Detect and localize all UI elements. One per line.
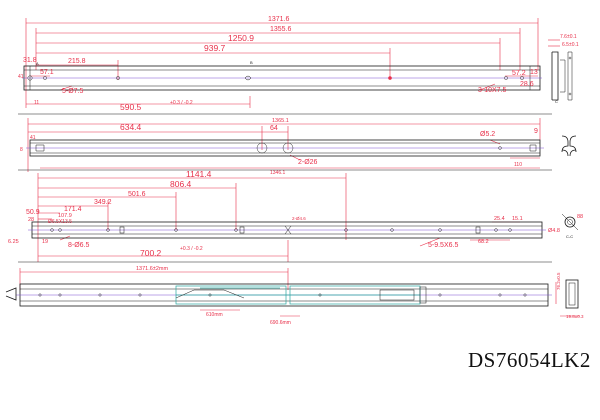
dim-64: 64 xyxy=(270,125,278,132)
section-mark-c: C xyxy=(555,99,558,104)
dim-8-holes: 8-Ø6.5 xyxy=(68,242,90,249)
view-4-outline xyxy=(5,283,552,307)
dim-215: 215.8 xyxy=(68,58,86,65)
dim-939: 939.7 xyxy=(204,43,226,53)
model-number: DS76054LK2 xyxy=(468,348,591,372)
dim-6-5x13: Ø6.5X13.5 xyxy=(48,219,72,225)
dim-6-5: 6.5±0.1 xyxy=(562,42,579,48)
dim-31: 31.8 xyxy=(23,57,37,64)
dim-690: 690.6mm xyxy=(270,320,291,326)
dim-700: 700.2 xyxy=(140,248,162,258)
dim-76: 76.2±0.5 xyxy=(556,272,561,290)
view-4-end-profile xyxy=(565,279,579,309)
dim-107: 107.9 xyxy=(58,213,72,219)
dim-25: 25.4 xyxy=(494,216,505,222)
view-1-holes xyxy=(27,75,524,81)
view-2-end-profile xyxy=(561,135,577,157)
dim-634: 634.4 xyxy=(120,122,142,132)
dim-1250: 1250.9 xyxy=(228,33,254,43)
view-1-dimension-lines xyxy=(25,18,560,108)
section-mark-a: A xyxy=(36,61,39,66)
view-1-outer-member: 1371.6 1355.6 1250.9 939.7 215.8 57.1 31… xyxy=(18,16,579,112)
dim-hole-left: 5-Ø7.5 xyxy=(62,88,84,95)
dim-41: 41 xyxy=(18,74,24,80)
dim-7-6: 7.6±0.1 xyxy=(560,34,577,40)
dim-171: 171.4 xyxy=(64,206,82,213)
dim-50: 50.9 xyxy=(26,209,40,216)
dim-8: 8 xyxy=(20,147,23,153)
dim-501: 501.6 xyxy=(128,191,146,198)
view-2-outline xyxy=(26,139,544,157)
dim-700-tol: +0.3 / -0.2 xyxy=(180,246,203,252)
svg-text:C-C: C-C xyxy=(566,234,573,239)
dim-349: 349.2 xyxy=(94,199,112,206)
dim-41-b: 41 xyxy=(30,135,36,141)
view-3-end-profile: C-C xyxy=(561,213,579,239)
view-1-outline xyxy=(22,65,542,91)
view-1-end-profile xyxy=(551,51,573,101)
dim-1355: 1355.6 xyxy=(270,26,292,33)
dim-88: 88 xyxy=(577,214,583,220)
dim-590-tol: +0.3 / -0.2 xyxy=(170,100,193,106)
dim-1371-assembly: 1371.6±2mm xyxy=(136,266,168,272)
dim-1365: 1365.1 xyxy=(272,118,289,124)
dim-57: 57.1 xyxy=(40,69,54,76)
dim-holes-26: 2-Ø26 xyxy=(298,159,318,166)
dim-11: 11 xyxy=(34,100,39,106)
dim-9: 9 xyxy=(534,128,538,135)
dim-1141: 1141.4 xyxy=(186,169,212,179)
dim-806: 806.4 xyxy=(170,179,192,189)
dim-overall-length: 1371.6 xyxy=(268,16,290,23)
dim-5-2: Ø5.2 xyxy=(480,131,495,138)
view-3-dimension-lines xyxy=(37,173,520,262)
dim-19: 19 xyxy=(42,239,48,245)
view-separators xyxy=(18,113,552,263)
dim-2-4-6: 2-Ø4.6 xyxy=(292,216,306,221)
dim-4-8: Ø4.8 xyxy=(548,228,560,234)
dim-28-b: 28 xyxy=(28,217,34,223)
view-2-intermediate-member: 1365.1 634.4 64 2-Ø26 Ø5.2 9 41 110 1346… xyxy=(20,118,577,176)
dim-5-9: 5-9.5X6.5 xyxy=(428,242,458,249)
dim-6-25: 6.25 xyxy=(8,239,19,245)
dim-28: 28.6 xyxy=(520,81,534,88)
view-3-inner-member: C-C 1141.4 806.4 501.6 349.2 171.4 107.9… xyxy=(8,169,583,262)
section-mark-b: B xyxy=(250,60,253,65)
dim-610: 610mm xyxy=(206,312,223,318)
view-3-outline xyxy=(28,221,546,239)
dim-19-8: 19.8±0.3 xyxy=(566,314,584,319)
dim-110: 110 xyxy=(514,162,522,168)
dim-hole-right: 3-10X7.5 xyxy=(478,87,507,94)
view-2-dimension-lines xyxy=(27,118,541,172)
dim-1346: 1346.1 xyxy=(270,170,286,176)
dim-57-right: 57.2 xyxy=(512,70,526,77)
view-4-assembly: 1371.6±2mm 610mm 690.6mm 76.2±0.5 19.8±0… xyxy=(5,266,584,326)
dim-68: 68.2 xyxy=(478,239,489,245)
dim-590: 590.5 xyxy=(120,102,142,112)
dim-15: 15.1 xyxy=(512,216,523,222)
view-4-dimension-lines xyxy=(19,268,580,317)
dim-13: 13 xyxy=(530,69,538,76)
